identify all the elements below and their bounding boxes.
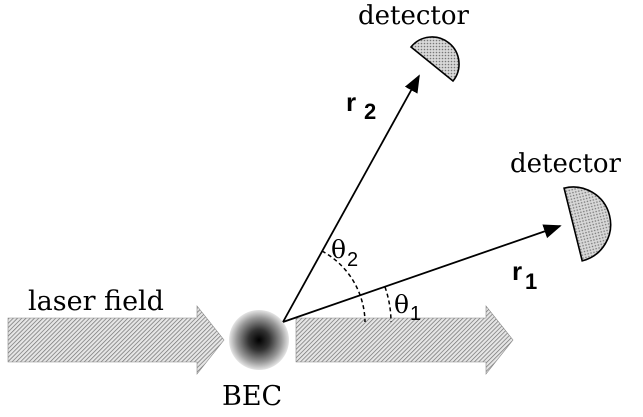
theta1-subscript: 1 <box>410 303 421 325</box>
theta2-label: θ <box>331 235 346 264</box>
r2-label: r <box>346 87 356 117</box>
laser-field-label: laser field <box>28 286 164 317</box>
r1-label: r <box>512 256 522 286</box>
bec-cloud <box>229 310 289 370</box>
laser-incoming-arrow <box>7 305 225 375</box>
laser-transmitted-arrow <box>295 305 514 375</box>
r1-subscript: 1 <box>525 269 537 294</box>
detector-top-icon <box>409 36 460 83</box>
detector-top-label: detector <box>358 1 470 31</box>
ray-r2 <box>282 74 420 323</box>
r2-subscript: 2 <box>364 99 376 124</box>
ray-r1 <box>282 224 562 323</box>
theta1-label: θ <box>394 290 409 319</box>
theta2-subscript: 2 <box>347 249 358 271</box>
detector-right-icon <box>563 186 612 262</box>
bec-label: BEC <box>222 381 282 412</box>
detector-right-label: detector <box>510 149 622 179</box>
angle-arc-theta2 <box>321 250 366 323</box>
angle-arc-theta1 <box>384 286 392 323</box>
